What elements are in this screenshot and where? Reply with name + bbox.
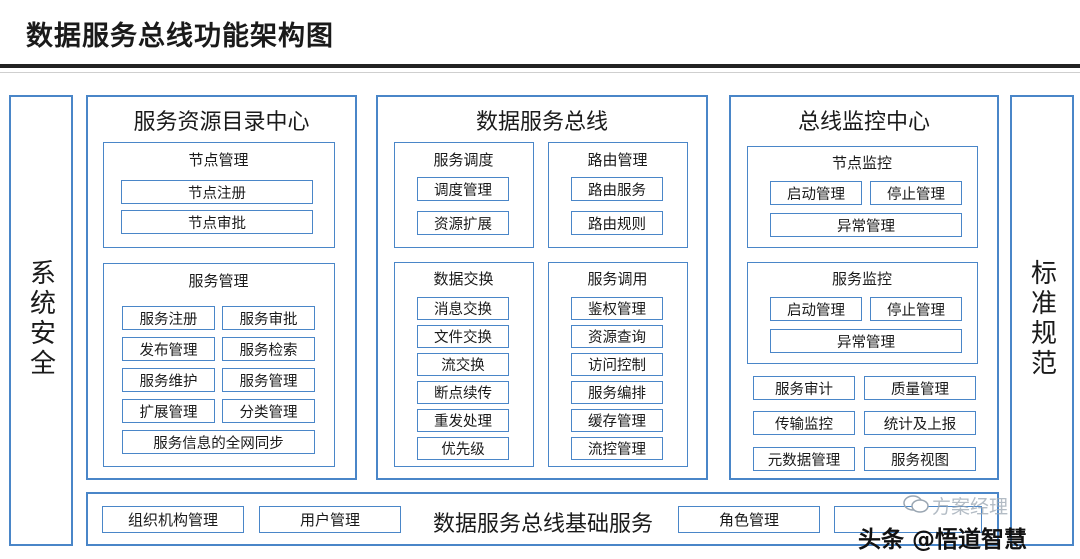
statistics-report-item: 统计及上报	[864, 411, 976, 435]
wechat-icon	[903, 495, 929, 513]
routing-service-item: 路由服务	[571, 177, 663, 201]
service-catalog-title: 服务资源目录中心	[133, 110, 310, 135]
node-monitor-title: 节点监控	[831, 154, 892, 172]
standards-label: 标准规范	[1031, 259, 1058, 379]
routing-rules-item: 路由规则	[571, 211, 663, 235]
service-admin-item: 服务管理	[222, 368, 315, 392]
standards-panel: 标准规范	[1010, 95, 1074, 546]
auth-management-item: 鉴权管理	[571, 297, 663, 320]
org-management-item: 组织机构管理	[102, 506, 244, 533]
node-monitor-group: 节点监控 启动管理 停止管理 异常管理	[747, 146, 978, 248]
service-maintenance-item: 服务维护	[122, 368, 215, 392]
service-start-management-item: 启动管理	[770, 297, 862, 321]
scheduling-management-item: 调度管理	[417, 177, 509, 201]
data-service-bus: 数据服务总线 服务调度 调度管理 资源扩展 路由管理 路由服务 路由规则 数据交…	[376, 95, 708, 480]
service-register-item: 服务注册	[122, 306, 215, 330]
data-exchange-title: 数据交换	[433, 270, 494, 288]
base-services-panel: 组织机构管理 用户管理 数据服务总线基础服务 角色管理	[86, 492, 999, 546]
service-view-item: 服务视图	[864, 447, 976, 471]
service-invocation-group: 服务调用 鉴权管理 资源查询 访问控制 服务编排 缓存管理 流控管理	[548, 262, 688, 467]
priority-item: 优先级	[417, 437, 509, 460]
bus-monitor-title: 总线监控中心	[797, 110, 930, 135]
routing-management-title: 路由管理	[587, 151, 648, 169]
cache-management-item: 缓存管理	[571, 409, 663, 432]
watermark-bottom: 头条 @悟道智慧	[858, 527, 1028, 553]
service-management-title: 服务管理	[188, 272, 249, 290]
service-catalog-center: 服务资源目录中心 节点管理 节点注册 节点审批 服务管理 服务注册 服务审批 发…	[86, 95, 357, 480]
service-scheduling-group: 服务调度 调度管理 资源扩展	[394, 142, 534, 248]
service-orchestration-item: 服务编排	[571, 381, 663, 404]
page-title: 数据服务总线功能架构图	[26, 21, 334, 52]
resource-query-item: 资源查询	[571, 325, 663, 348]
system-security-panel: 系统安全	[9, 95, 73, 546]
service-approval-item: 服务审批	[222, 306, 315, 330]
service-invocation-title: 服务调用	[587, 270, 648, 288]
watermark-top: 方案经理	[932, 496, 1009, 518]
system-security-label: 系统安全	[30, 259, 57, 379]
metadata-management-item: 元数据管理	[753, 447, 855, 471]
node-register-item: 节点注册	[121, 180, 313, 204]
service-scheduling-title: 服务调度	[433, 151, 494, 169]
node-exception-management-item: 异常管理	[770, 213, 962, 237]
role-management-item: 角色管理	[678, 506, 820, 533]
title-divider	[0, 64, 1080, 68]
bus-monitor-center: 总线监控中心 节点监控 启动管理 停止管理 异常管理 服务监控 启动管理 停止管…	[729, 95, 999, 480]
node-start-management-item: 启动管理	[770, 181, 862, 205]
file-exchange-item: 文件交换	[417, 325, 509, 348]
resource-expansion-item: 资源扩展	[417, 211, 509, 235]
quality-management-item: 质量管理	[864, 376, 976, 400]
message-exchange-item: 消息交换	[417, 297, 509, 320]
transfer-monitor-item: 传输监控	[753, 411, 855, 435]
node-stop-management-item: 停止管理	[870, 181, 962, 205]
title-divider-thin	[0, 72, 1080, 73]
service-monitor-title: 服务监控	[831, 270, 892, 288]
node-management-group: 节点管理 节点注册 节点审批	[103, 142, 335, 248]
access-control-item: 访问控制	[571, 353, 663, 376]
service-audit-item: 服务审计	[753, 376, 855, 400]
base-service-item-partial	[834, 506, 982, 533]
base-services-title: 数据服务总线基础服务	[432, 512, 653, 537]
node-approval-item: 节点审批	[121, 210, 313, 234]
node-management-title: 节点管理	[188, 151, 249, 169]
extension-management-item: 扩展管理	[122, 399, 215, 423]
service-monitor-group: 服务监控 启动管理 停止管理 异常管理	[747, 262, 978, 364]
service-exception-management-item: 异常管理	[770, 329, 962, 353]
data-exchange-group: 数据交换 消息交换 文件交换 流交换 断点续传 重发处理 优先级	[394, 262, 534, 467]
category-management-item: 分类管理	[222, 399, 315, 423]
user-management-item: 用户管理	[259, 506, 401, 533]
publish-management-item: 发布管理	[122, 337, 215, 361]
data-service-bus-title: 数据服务总线	[475, 110, 608, 135]
stream-exchange-item: 流交换	[417, 353, 509, 376]
service-search-item: 服务检索	[222, 337, 315, 361]
service-info-sync-item: 服务信息的全网同步	[122, 430, 315, 454]
service-management-group: 服务管理 服务注册 服务审批 发布管理 服务检索 服务维护 服务管理 扩展管理 …	[103, 263, 335, 467]
flow-control-item: 流控管理	[571, 437, 663, 460]
routing-management-group: 路由管理 路由服务 路由规则	[548, 142, 688, 248]
service-stop-management-item: 停止管理	[870, 297, 962, 321]
resend-handling-item: 重发处理	[417, 409, 509, 432]
resume-transfer-item: 断点续传	[417, 381, 509, 404]
